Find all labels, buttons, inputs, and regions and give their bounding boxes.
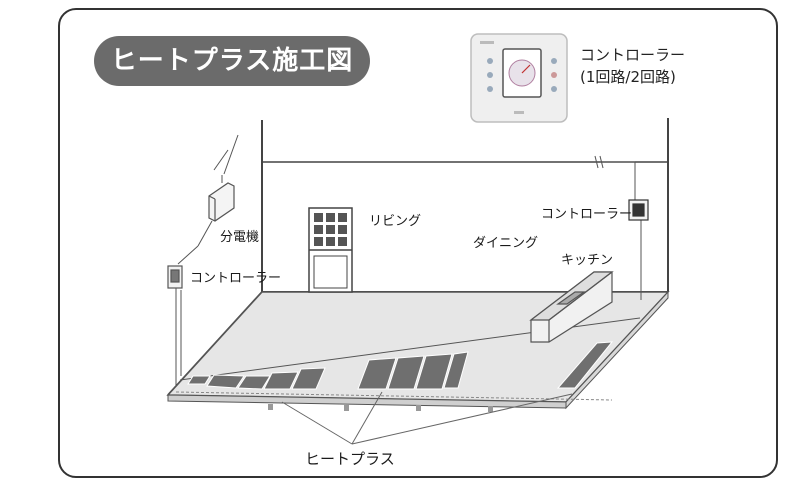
living-door — [308, 207, 353, 293]
title-text: ヒートプラス施工図 — [110, 46, 354, 76]
controller-photo — [470, 33, 568, 123]
floor-joists — [268, 404, 493, 412]
controller-caption: コントローラー (1回路/2回路) — [580, 44, 685, 88]
wiring — [175, 134, 642, 445]
heater-panel-center — [357, 351, 469, 390]
label-living: リビング — [369, 214, 422, 229]
controller-name: コントローラー — [580, 46, 686, 64]
controller-right-box — [628, 199, 649, 221]
label-heatplus: ヒートプラス — [305, 450, 395, 468]
distribution-panel — [208, 182, 235, 222]
heater-panel-right — [556, 341, 614, 389]
label-controller-right: コントローラー — [541, 207, 633, 222]
kitchen-counter — [529, 271, 614, 343]
title-badge: ヒートプラス施工図 — [94, 36, 370, 86]
label-panel: 分電機 — [220, 230, 260, 245]
controller-subtitle: (1回路/2回路) — [580, 68, 676, 86]
label-kitchen: キッチン — [561, 253, 614, 268]
label-dining: ダイニング — [473, 236, 539, 251]
controller-left-box — [167, 265, 183, 289]
heater-panel-left — [187, 367, 326, 390]
label-controller-left: コントローラー — [190, 271, 282, 286]
